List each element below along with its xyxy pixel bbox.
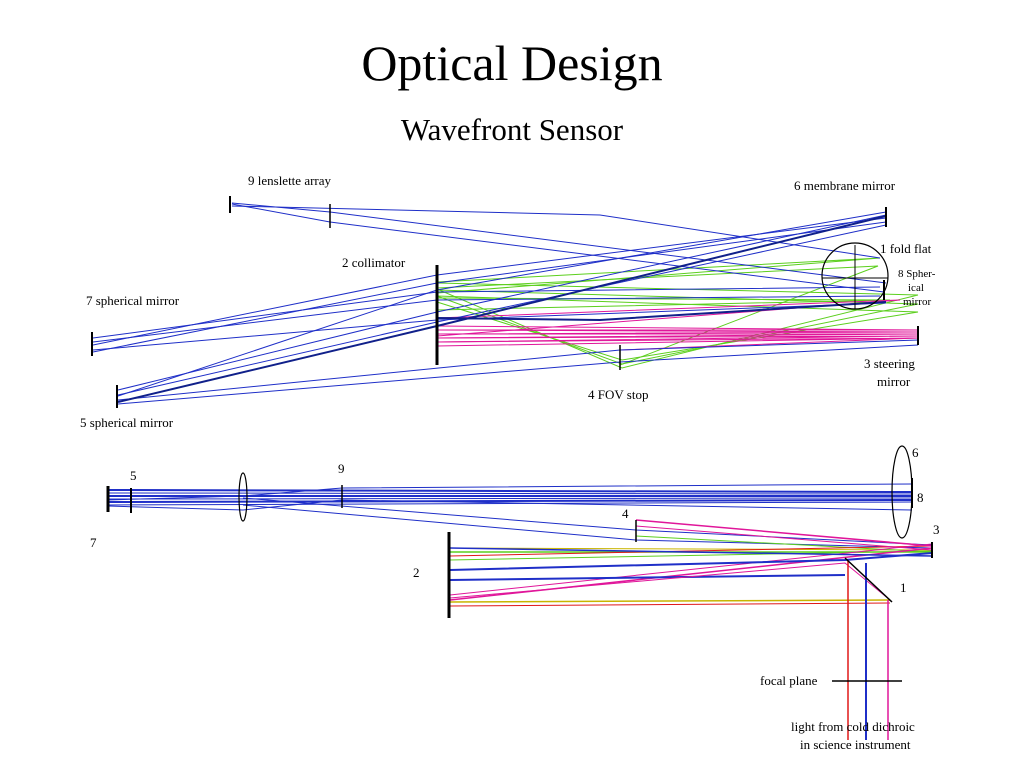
page-subtitle: Wavefront Sensor [400,112,624,147]
label-element-9: 9 [338,461,345,476]
label-membrane-mirror: 6 membrane mirror [794,178,896,193]
ray-magenta [449,562,891,601]
ray-blue-heavy [436,301,887,322]
label-element-5: 5 [130,468,137,483]
label-steering-mirror-line1: 3 steering [864,356,915,371]
label-spherical-8-line1: 8 Spher- [898,268,936,280]
ray-magenta [436,325,919,331]
ray-blue [107,483,913,501]
ray-red [449,602,891,607]
label-element-3: 3 [933,522,940,537]
element-fold-flat-1 [844,557,893,603]
label-light-source-line1: light from cold dichroic [791,719,915,734]
ray-yellow [449,547,933,551]
label-spherical-8-line3: mirror [903,296,931,308]
ray-magenta [635,525,933,551]
label-spherical-mirror-5: 5 spherical mirror [80,415,174,430]
ray-blue-axis [107,501,913,506]
ray-magenta [436,299,901,337]
ray-blue [107,499,913,511]
page-title: Optical Design [361,35,663,91]
ray-blue [117,344,919,405]
ray-blue-axis [107,497,913,500]
label-light-source-line2: in science instrument [800,737,911,752]
ray-blue [231,205,881,259]
ray-blue-axis [107,499,913,503]
label-fov-stop: 4 FOV stop [588,387,648,402]
ray-magenta [449,543,933,596]
label-focal-plane: focal plane [760,673,818,688]
ray-blue-heavy [449,574,846,581]
label-element-2: 2 [413,565,420,580]
element-lens [238,472,248,522]
ray-yellow [449,599,891,603]
ray-blue-axis [107,489,913,493]
label-lenslette-array: 9 lenslette array [248,173,332,188]
label-collimator: 2 collimator [342,255,406,270]
ray-red [449,545,933,557]
label-steering-mirror-line2: mirror [877,374,911,389]
label-fold-flat: 1 fold flat [880,241,932,256]
ray-blue [117,339,919,401]
ray-blue [449,547,933,557]
optical-elements [91,196,933,682]
ray-green [436,282,919,369]
label-element-8: 8 [917,490,924,505]
label-element-1: 1 [900,580,907,595]
ray-traces [92,202,933,740]
label-spherical-8-line2: ical [908,282,924,294]
ray-blue-axis [107,492,913,495]
label-element-4: 4 [622,506,629,521]
ray-blue [242,497,933,546]
label-element-7: 7 [90,535,97,550]
label-spherical-mirror-7: 7 spherical mirror [86,293,180,308]
label-element-6: 6 [912,445,919,460]
ray-green [436,295,919,361]
ray-magenta [635,519,933,547]
